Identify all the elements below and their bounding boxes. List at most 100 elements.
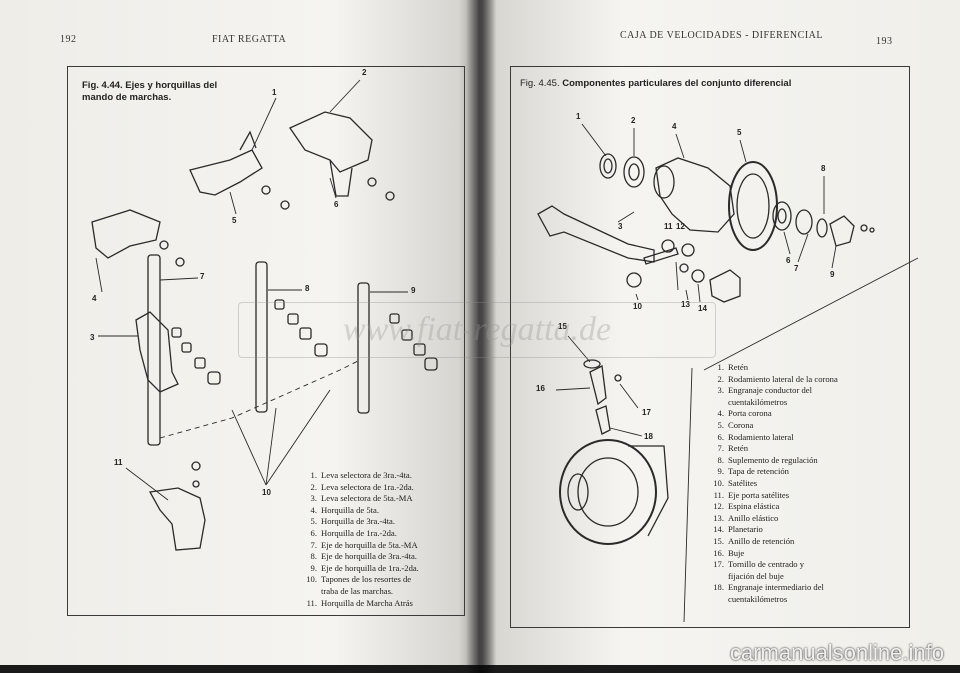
callout-3: 3: [618, 222, 623, 231]
callout-13: 13: [681, 300, 690, 309]
legend-item: 13.Anillo elástico: [713, 512, 779, 523]
seal-7: [795, 209, 813, 235]
callout-3: 3: [90, 333, 95, 342]
legend-item: 11.Horquilla de Marcha Atrás: [306, 597, 413, 608]
cover-9: [829, 215, 855, 247]
callout-14: 14: [698, 304, 707, 313]
callout-7: 7: [200, 272, 205, 281]
callout-4: 4: [92, 294, 97, 303]
callout-9: 9: [411, 286, 416, 295]
callout-5: 5: [232, 216, 237, 225]
callout-2: 2: [631, 116, 636, 125]
callout-6: 6: [334, 200, 339, 209]
right-page: CAJA DE VELOCIDADES - DIFERENCIAL 193 Fi…: [478, 0, 960, 665]
selector-lever-1: [189, 149, 263, 196]
legend-item: 3.Engranaje conductor del: [717, 385, 812, 396]
left-legend: 1.Leva selectora de 3ra.-4ta. 2.Leva sel…: [303, 470, 419, 609]
ring-15: [583, 359, 601, 369]
left-page-number: 192: [60, 34, 77, 45]
legend-item: 6.Horquilla de 1ra.-2da.: [310, 527, 397, 538]
drive-shaft-3: [537, 205, 655, 263]
legend-item: 2.Rodamiento lateral de la corona: [717, 373, 838, 384]
callout-16: 16: [536, 384, 545, 393]
rod-8: [255, 261, 268, 413]
callout-11: 11: [664, 222, 673, 231]
legend-item: 8.Suplemento de regulación: [717, 454, 818, 465]
legend-item: 1.Retén: [717, 362, 749, 372]
left-page: 192 FIAT REGATTA Fig. 4.44. Ejes y horqu…: [0, 0, 478, 665]
left-running-head: FIAT REGATTA: [212, 34, 287, 45]
callout-11: 11: [114, 458, 123, 467]
callout-7: 7: [794, 264, 799, 273]
planetary-14: [709, 269, 741, 303]
legend-item: 4.Porta corona: [717, 408, 772, 419]
legend-item: 4.Horquilla de 5ta.: [310, 504, 379, 515]
housing: [559, 439, 657, 545]
legend-item-continued: cuentakilómetros: [728, 593, 788, 604]
right-legend: 1.Retén 2.Rodamiento lateral de la coron…: [710, 362, 838, 605]
crown-5: [728, 161, 778, 251]
watermark-stamp: www.fiat-regatta.de: [238, 302, 716, 358]
callout-8: 8: [305, 284, 310, 293]
legend-item-continued: cuentakilómetros: [728, 396, 788, 407]
differential-diagram: [537, 123, 919, 623]
legend-item-continued: fijación del buje: [728, 570, 784, 581]
screw-17: [614, 374, 622, 382]
legend-item: 18.Engranaje intermediario del: [713, 582, 824, 593]
callout-6: 6: [786, 256, 791, 265]
legend-item: 10.Tapones de los resortes de: [306, 574, 412, 585]
reverse-fork-11: [148, 487, 206, 551]
legend-item: 1.Leva selectora de 3ra.-4ta.: [310, 470, 412, 480]
left-figure-caption: Fig. 4.44. Ejes y horquillas del mando d…: [82, 80, 218, 103]
legend-item: 5.Corona: [717, 419, 754, 430]
carrier-4: [655, 157, 735, 233]
legend-item: 2.Leva selectora de 1ra.-2da.: [310, 481, 414, 492]
fork-4: [91, 209, 161, 259]
gear-18: [595, 405, 611, 435]
hub-16: [589, 365, 607, 406]
legend-item: 9.Eje de horquilla de 1ra.-2da.: [310, 562, 419, 573]
legend-item: 7.Retén: [717, 443, 749, 454]
shift-forks-diagram: [91, 79, 438, 551]
legend-item: 5.Horquilla de 3ra.-4ta.: [310, 516, 395, 527]
legend-item: 11.Eje porta satélites: [713, 489, 790, 500]
legend-item: 16.Buje: [713, 547, 745, 558]
callout-2: 2: [362, 68, 367, 77]
legend-item: 14.Planetario: [713, 524, 763, 535]
legend-item: 15.Anillo de retención: [713, 535, 795, 546]
right-page-number: 193: [876, 36, 893, 47]
callout-1: 1: [272, 88, 277, 97]
legend-item: 8.Eje de horquilla de 3ra.-4ta.: [310, 551, 417, 562]
legend-item: 17.Tornillo de centrado y: [713, 559, 805, 570]
selector-lever-2: [289, 111, 373, 173]
callout-17: 17: [642, 408, 651, 417]
callout-12: 12: [676, 222, 685, 231]
book-gutter: [466, 0, 496, 673]
callout-1: 1: [576, 112, 581, 121]
seal-1: [599, 153, 617, 179]
rod-9: [357, 282, 370, 414]
legend-item: 10.Satélites: [713, 477, 758, 488]
callout-10: 10: [633, 302, 642, 311]
callout-18: 18: [644, 432, 653, 441]
legend-item-continued: traba de las marchas.: [321, 585, 394, 596]
shim-8: [816, 218, 828, 238]
right-figure-caption: Fig. 4.45. Componentes particulares del …: [520, 78, 792, 89]
right-figure-frame: [510, 66, 910, 628]
selector-lever-3: [135, 311, 179, 393]
legend-item: 3.Leva selectora de 5ta.-MA: [310, 493, 413, 504]
legend-item: 12.Espina elástica: [713, 501, 780, 512]
bearing-2: [623, 156, 645, 188]
callout-9: 9: [830, 270, 835, 279]
callout-10: 10: [262, 488, 271, 497]
left-figure-frame: [67, 66, 465, 616]
callout-4: 4: [672, 122, 677, 131]
right-running-head: CAJA DE VELOCIDADES - DIFERENCIAL: [620, 30, 823, 41]
legend-item: 6.Rodamiento lateral: [717, 431, 794, 442]
callout-15: 15: [558, 322, 567, 331]
spring-plugs: [159, 177, 438, 385]
rod-7: [147, 254, 161, 446]
legend-item: 9.Tapa de retención: [717, 466, 789, 477]
bearing-6: [772, 201, 792, 231]
